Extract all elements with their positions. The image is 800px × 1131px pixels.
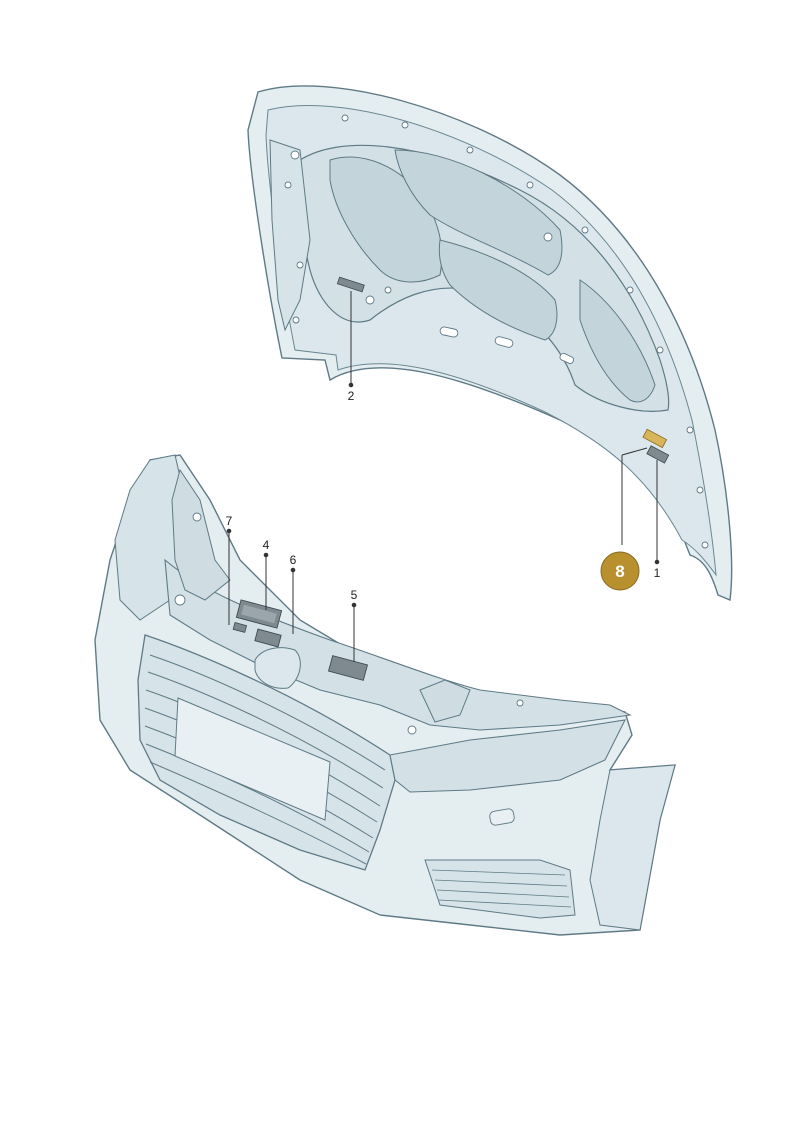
carrier-latch (254, 647, 301, 689)
headlight-recess-right (389, 719, 626, 793)
callout-5: 5 (351, 588, 358, 602)
callout-1: 1 (654, 566, 661, 580)
leader-lines (226, 291, 660, 662)
label-4-inner (241, 604, 277, 624)
bumper-holes (174, 512, 524, 735)
label-5 (327, 655, 369, 681)
carrier-bracket-left (171, 468, 231, 601)
bumper-right-end (589, 764, 676, 931)
badge-8-text: 8 (615, 562, 624, 581)
lock-carrier (164, 558, 632, 731)
label-6 (254, 628, 282, 648)
badge-8: 8 (600, 551, 640, 591)
front-bumper (94, 454, 676, 936)
label-7 (232, 622, 248, 633)
hood-hinge-left (269, 139, 311, 332)
hood-holes (284, 114, 709, 549)
hood-window-lower (438, 239, 558, 341)
callout-2: 2 (348, 389, 355, 403)
callout-6: 6 (290, 553, 297, 567)
hood-slots (439, 326, 575, 365)
label-2 (336, 276, 365, 293)
label-1 (646, 445, 670, 464)
washer-cover (489, 808, 515, 826)
label-8 (642, 428, 668, 449)
hood (247, 85, 733, 602)
hood-window-right (579, 279, 656, 403)
lower-intake-right (424, 859, 576, 919)
callout-7: 7 (226, 514, 233, 528)
hood-window-mid (394, 149, 563, 276)
licence-plate-panel (174, 697, 331, 821)
callout-4: 4 (263, 538, 270, 552)
lower-intake-slats (431, 869, 572, 908)
carrier-bracket-right (419, 679, 471, 723)
